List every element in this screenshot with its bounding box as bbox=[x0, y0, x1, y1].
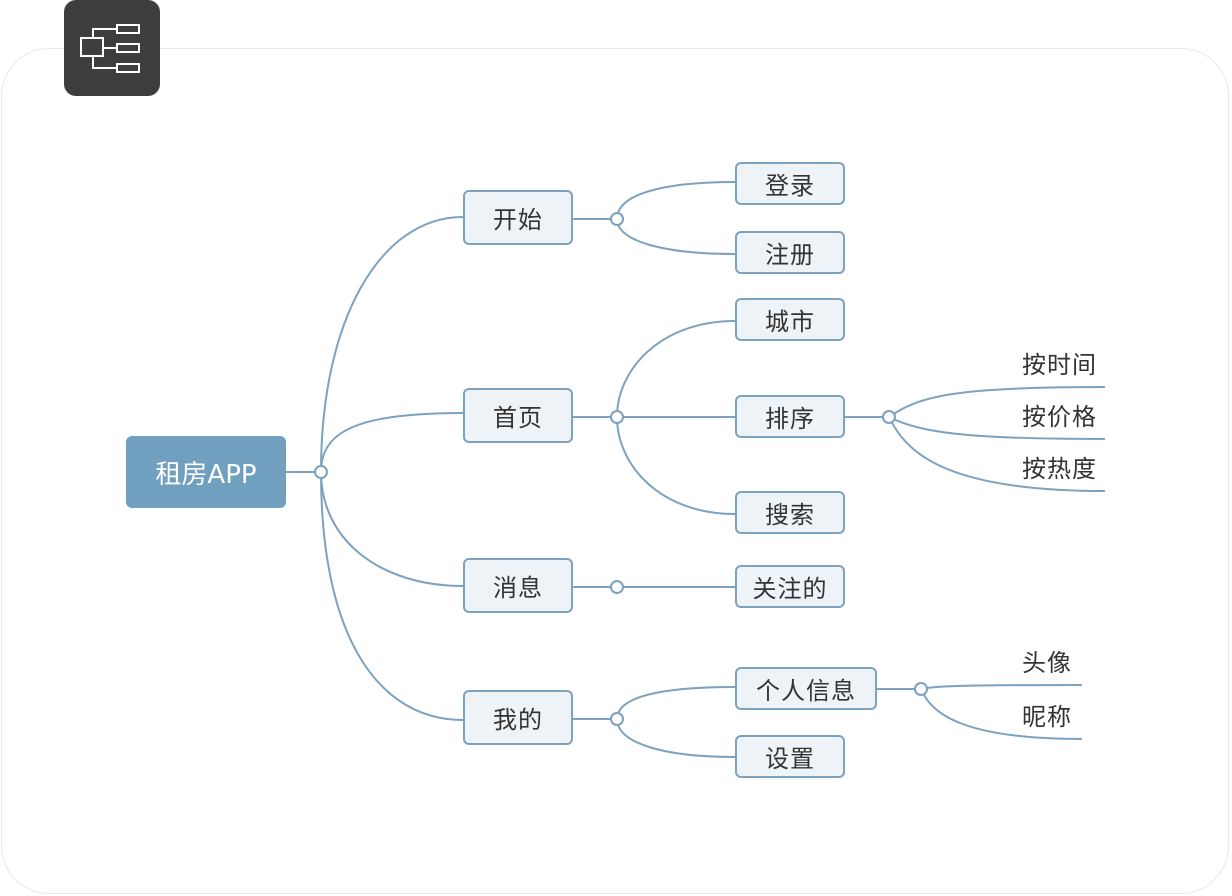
leaf-sort-by-price[interactable]: 按价格 bbox=[1022, 403, 1097, 431]
child-node-city[interactable]: 城市 bbox=[735, 298, 845, 341]
child-node-login[interactable]: 登录 bbox=[735, 162, 845, 205]
child-node-search[interactable]: 搜索 bbox=[735, 491, 845, 534]
branch-node-mine[interactable]: 我的 bbox=[463, 690, 573, 745]
leaf-avatar[interactable]: 头像 bbox=[1022, 649, 1072, 677]
leaf-nickname[interactable]: 昵称 bbox=[1022, 703, 1072, 731]
leaf-sort-by-time[interactable]: 按时间 bbox=[1022, 351, 1097, 379]
child-node-sort[interactable]: 排序 bbox=[735, 395, 845, 438]
mind-map-badge[interactable] bbox=[64, 0, 160, 96]
root-node[interactable]: 租房APP bbox=[126, 436, 286, 508]
mind-map-structure-icon bbox=[80, 24, 140, 73]
branch-node-messages[interactable]: 消息 bbox=[463, 558, 573, 613]
child-node-following[interactable]: 关注的 bbox=[735, 565, 845, 608]
child-node-profile[interactable]: 个人信息 bbox=[735, 667, 877, 710]
branch-node-home[interactable]: 首页 bbox=[463, 388, 573, 443]
child-node-register[interactable]: 注册 bbox=[735, 231, 845, 274]
leaf-sort-by-popularity[interactable]: 按热度 bbox=[1022, 455, 1097, 483]
branch-node-start[interactable]: 开始 bbox=[463, 190, 573, 245]
child-node-settings[interactable]: 设置 bbox=[735, 735, 845, 778]
